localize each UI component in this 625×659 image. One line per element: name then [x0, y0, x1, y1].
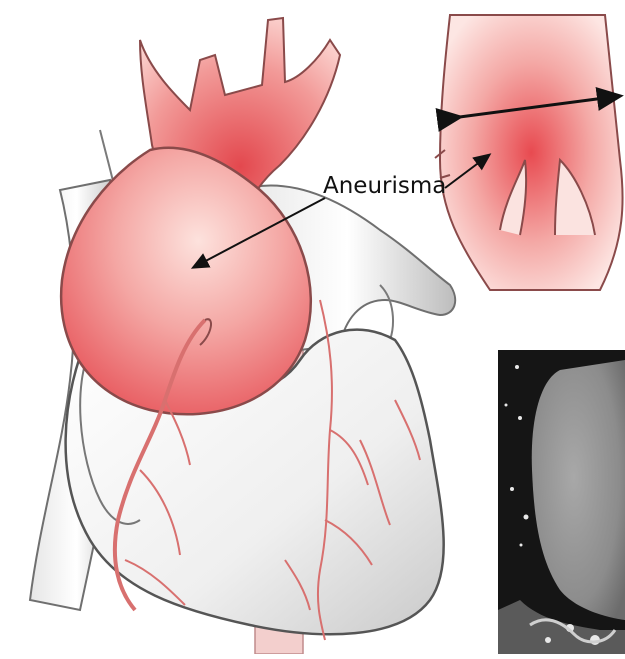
aortic-root-inset — [435, 15, 623, 290]
aortic-root-outline — [440, 15, 623, 290]
aneurysm-label: Aneurisma — [323, 173, 446, 199]
ct-scan-inset — [498, 350, 625, 654]
heart-illustration — [30, 18, 455, 654]
